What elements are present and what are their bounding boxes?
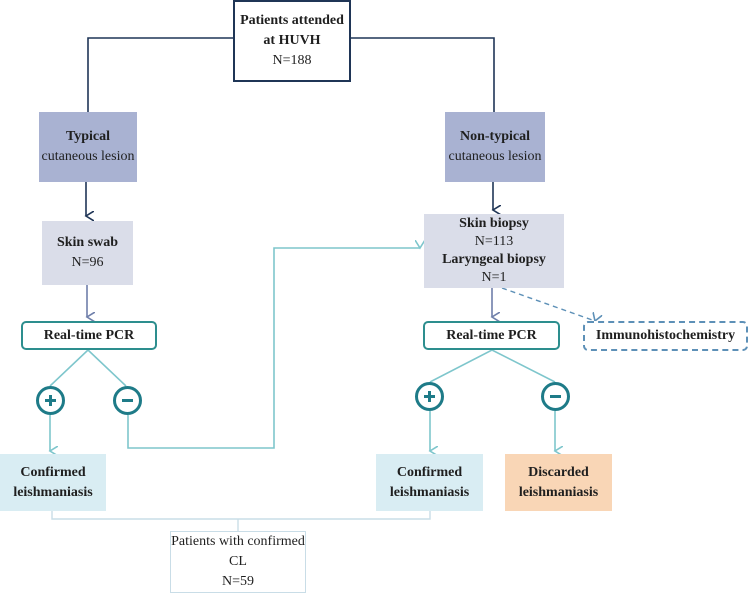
node-subtitle: cutaneous lesion bbox=[41, 149, 135, 164]
node-nontypical-lesion: Non-typical cutaneous lesion bbox=[445, 112, 545, 182]
node-title: Patients attended at HUVH bbox=[240, 13, 344, 48]
node-label: Immunohistochemistry bbox=[595, 328, 736, 343]
node-title: Patients with confirmed CL bbox=[171, 534, 305, 569]
node-confirmed-right: Confirmed leishmaniasis bbox=[376, 454, 483, 511]
node-immunohistochemistry: Immunohistochemistry bbox=[583, 321, 748, 351]
node-label: Confirmed leishmaniasis bbox=[389, 464, 470, 500]
node-pcr-left: Real-time PCR bbox=[21, 321, 157, 350]
node-biopsy: Skin biopsy N=113 Laryngeal biopsy N=1 bbox=[424, 214, 564, 288]
node-title: Typical bbox=[65, 129, 111, 144]
node-subtitle: cutaneous lesion bbox=[448, 149, 542, 164]
plus-sign-icon bbox=[415, 382, 444, 411]
node-count: N=188 bbox=[272, 53, 312, 68]
node-label: Confirmed leishmaniasis bbox=[13, 464, 93, 500]
node-title: Skin swab bbox=[56, 235, 119, 250]
node-label: Real-time PCR bbox=[43, 327, 135, 343]
node-typical-lesion: Typical cutaneous lesion bbox=[39, 112, 137, 182]
skin-biopsy-title: Skin biopsy bbox=[459, 216, 529, 231]
minus-sign-icon bbox=[541, 382, 570, 411]
node-confirmed-left: Confirmed leishmaniasis bbox=[0, 454, 106, 511]
laryngeal-biopsy-count: N=1 bbox=[481, 270, 507, 285]
connector-pcr-right-split bbox=[429, 349, 556, 383]
connector-root-typical bbox=[87, 37, 233, 112]
node-skin-swab: Skin swab N=96 bbox=[42, 221, 133, 285]
node-count: N=59 bbox=[221, 574, 254, 589]
minus-sign-icon bbox=[113, 386, 142, 415]
node-confirmed-total: Patients with confirmed CL N=59 bbox=[170, 531, 306, 593]
skin-biopsy-count: N=113 bbox=[474, 234, 514, 249]
bracket-confirmed-total bbox=[51, 511, 431, 520]
node-pcr-right: Real-time PCR bbox=[423, 321, 560, 350]
node-title: Non-typical bbox=[460, 129, 530, 144]
node-patients-attended: Patients attended at HUVH N=188 bbox=[233, 0, 351, 82]
node-count: N=96 bbox=[71, 255, 104, 270]
connector-root-nontypical bbox=[351, 37, 495, 112]
arrow-neg-left-to-biopsy bbox=[127, 248, 420, 449]
node-label: Real-time PCR bbox=[446, 327, 537, 343]
node-label: Discarded leishmaniasis bbox=[518, 464, 599, 500]
laryngeal-biopsy-title: Laryngeal biopsy bbox=[442, 252, 546, 267]
arrow-biopsy-ihc bbox=[501, 287, 595, 321]
plus-sign-icon bbox=[36, 386, 65, 415]
connector-pcr-left-split bbox=[49, 348, 127, 387]
node-discarded: Discarded leishmaniasis bbox=[505, 454, 612, 511]
